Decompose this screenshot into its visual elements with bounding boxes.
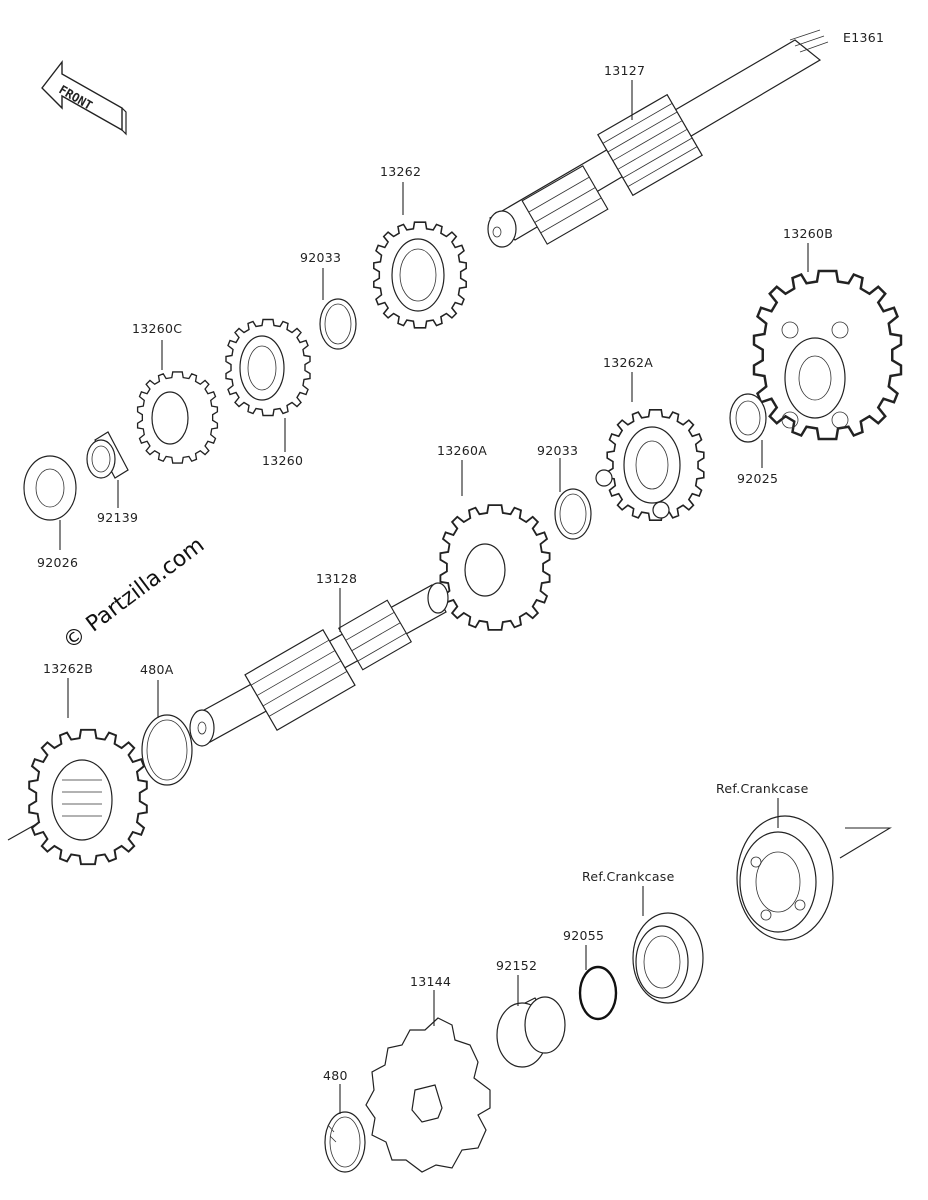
gear-13260B xyxy=(752,269,903,441)
diagram-id: E1361 xyxy=(843,30,884,45)
main-shaft-13127 xyxy=(487,29,829,248)
label-13128: 13128 xyxy=(316,571,357,586)
label-13262A: 13262A xyxy=(603,355,653,370)
label-13127: 13127 xyxy=(604,63,645,78)
gear-13262A xyxy=(595,408,705,522)
label-92033-mid: 92033 xyxy=(537,443,578,458)
collar-92152 xyxy=(496,996,566,1068)
axis-line-right xyxy=(839,827,892,859)
gear-13260A xyxy=(439,504,551,631)
label-ref-crankcase-2: Ref.Crankcase xyxy=(582,869,675,884)
axis-line-left xyxy=(7,821,41,841)
gear-13260 xyxy=(225,318,311,417)
bushing-92139 xyxy=(86,431,129,479)
drive-shaft-13128 xyxy=(189,582,449,747)
front-arrow-icon: FRONT xyxy=(41,59,127,136)
label-92152: 92152 xyxy=(496,958,537,973)
label-13262: 13262 xyxy=(380,164,421,179)
label-13260A: 13260A xyxy=(437,443,487,458)
label-13260B: 13260B xyxy=(783,226,833,241)
circlip-480 xyxy=(324,1111,366,1173)
washer-92026 xyxy=(23,455,77,521)
circlip-480A xyxy=(141,714,193,786)
label-92025: 92025 xyxy=(737,471,778,486)
sprocket-13144 xyxy=(365,1017,491,1173)
label-480A: 480A xyxy=(140,662,174,677)
label-92139: 92139 xyxy=(97,510,138,525)
gear-13262B xyxy=(28,728,148,866)
label-92033-top: 92033 xyxy=(300,250,341,265)
washer-92025 xyxy=(729,393,767,443)
label-13144: 13144 xyxy=(410,974,451,989)
label-13260: 13260 xyxy=(262,453,303,468)
gear-13260C xyxy=(136,371,219,464)
label-ref-crankcase-1: Ref.Crankcase xyxy=(716,781,809,796)
bearing-ref-crankcase xyxy=(736,815,834,941)
label-13260C: 13260C xyxy=(132,321,182,336)
watermark: © Partzilla.com xyxy=(59,533,210,655)
label-92026: 92026 xyxy=(37,555,78,570)
gear-13262 xyxy=(372,221,468,329)
circlip-92033-top xyxy=(319,298,357,350)
oil-seal-ref-crankcase xyxy=(632,912,704,1004)
o-ring-92055 xyxy=(578,965,618,1021)
label-13262B: 13262B xyxy=(43,661,93,676)
circlip-92033-mid xyxy=(554,488,592,540)
label-92055: 92055 xyxy=(563,928,604,943)
label-480: 480 xyxy=(323,1068,348,1083)
